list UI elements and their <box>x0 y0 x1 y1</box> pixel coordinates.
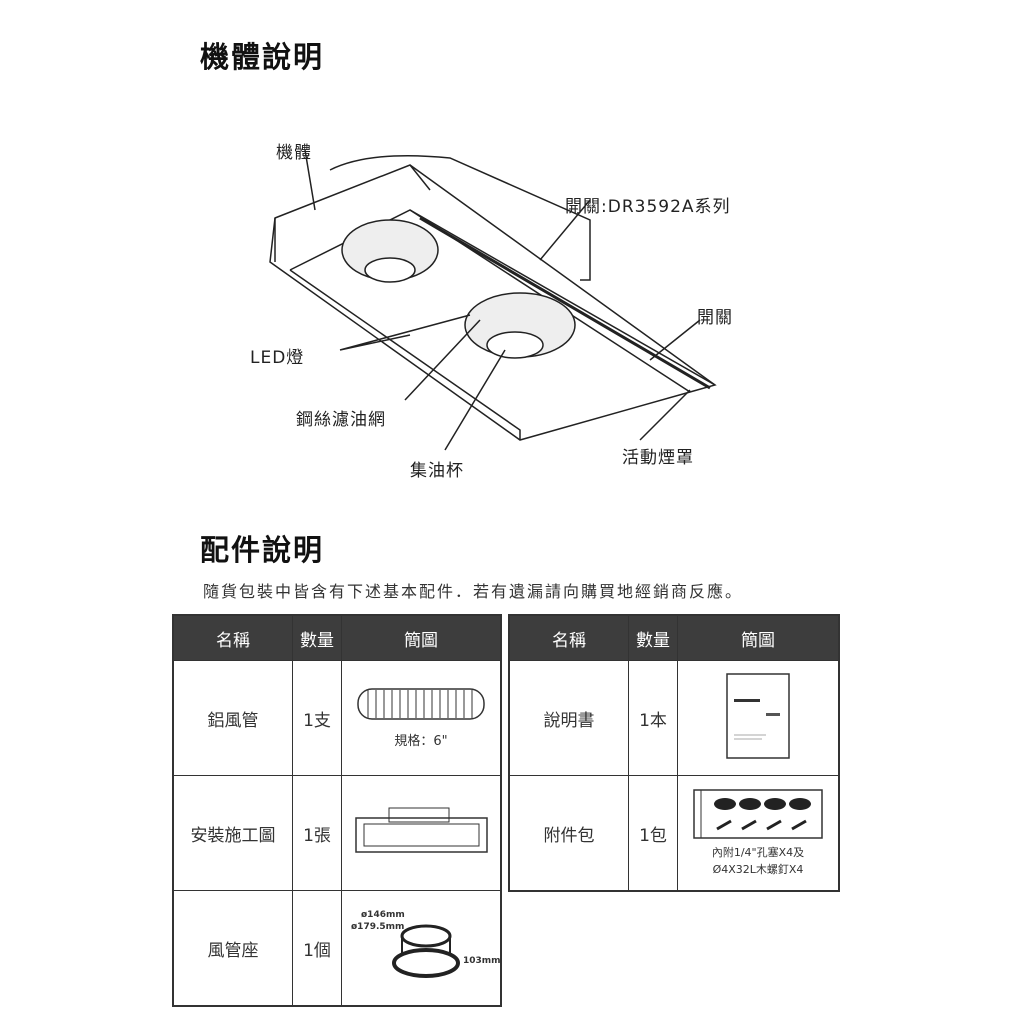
duct-pipe-icon <box>357 688 485 720</box>
label-led: LED燈 <box>250 348 305 368</box>
manual-booklet-icon <box>726 672 790 759</box>
pack-caption-2: Ø4X32L木螺釘X4 <box>712 862 804 876</box>
item-qty: 1個 <box>292 890 342 1007</box>
item-diagram: 內附1/4"孔塞X4及 Ø4X32L木螺釘X4 <box>677 775 840 892</box>
duct-spec: 規格：6" <box>394 734 448 749</box>
item-qty: 1支 <box>292 660 342 776</box>
item-name: 鋁風管 <box>172 660 293 776</box>
label-switch: 開關 <box>697 308 733 328</box>
item-qty: 1包 <box>628 775 678 892</box>
item-qty: 1本 <box>628 660 678 776</box>
label-oil-cup: 集油杯 <box>410 461 464 481</box>
dim-outer: ø179.5mm <box>351 922 405 932</box>
header-diagram: 簡圖 <box>677 614 840 661</box>
header-name: 名稱 <box>508 614 629 661</box>
table-header: 名稱 數量 簡圖 <box>172 614 502 661</box>
accessories-note: 隨貨包裝中皆含有下述基本配件．若有遺漏請向購買地經銷商反應。 <box>203 582 744 601</box>
item-name: 安裝施工圖 <box>172 775 293 891</box>
table-header: 名稱 數量 簡圖 <box>508 614 840 661</box>
section-title-accessories: 配件說明 <box>200 533 325 567</box>
label-hood: 活動煙罩 <box>622 448 694 468</box>
header-name: 名稱 <box>172 614 293 661</box>
screw-pack-icon <box>693 788 823 839</box>
table-row: 附件包 1包 內附1/4"孔塞X4及 Ø4X32L木螺釘X4 <box>508 775 840 892</box>
item-diagram <box>677 660 840 776</box>
item-name: 說明書 <box>508 660 629 776</box>
dim-inner: ø146mm <box>361 910 405 920</box>
item-diagram <box>341 775 502 891</box>
header-qty: 數量 <box>628 614 678 661</box>
duct-collar-icon <box>392 924 460 978</box>
label-filter: 鋼絲濾油網 <box>296 410 386 430</box>
section-title-body: 機體說明 <box>200 40 325 74</box>
item-diagram: ø146mm ø179.5mm 103mm <box>341 890 502 1007</box>
header-qty: 數量 <box>292 614 342 661</box>
range-hood-diagram <box>269 149 717 451</box>
accessories-table-left: 名稱 數量 簡圖 鋁風管 1支 規格：6" 安裝施工圖 1張 風管座 1個 <box>172 614 502 1007</box>
label-body: 機體 <box>276 143 312 163</box>
item-qty: 1張 <box>292 775 342 891</box>
accessories-table-right: 名稱 數量 簡圖 說明書 1本 附件包 1包 內附1/4"孔塞X4及 Ø4X32… <box>508 614 840 892</box>
pack-caption-1: 內附1/4"孔塞X4及 <box>711 845 805 859</box>
table-row: 安裝施工圖 1張 <box>172 775 502 891</box>
table-row: 說明書 1本 <box>508 660 840 776</box>
item-diagram: 規格：6" <box>341 660 502 776</box>
table-row: 鋁風管 1支 規格：6" <box>172 660 502 776</box>
header-diagram: 簡圖 <box>341 614 502 661</box>
item-name: 風管座 <box>172 890 293 1007</box>
table-row: 風管座 1個 ø146mm ø179.5mm 103mm <box>172 890 502 1007</box>
installation-drawing-icon <box>354 807 488 853</box>
label-switch-series: 開關:DR3592A系列 <box>565 197 731 217</box>
item-name: 附件包 <box>508 775 629 892</box>
dim-height: 103mm <box>463 956 501 966</box>
